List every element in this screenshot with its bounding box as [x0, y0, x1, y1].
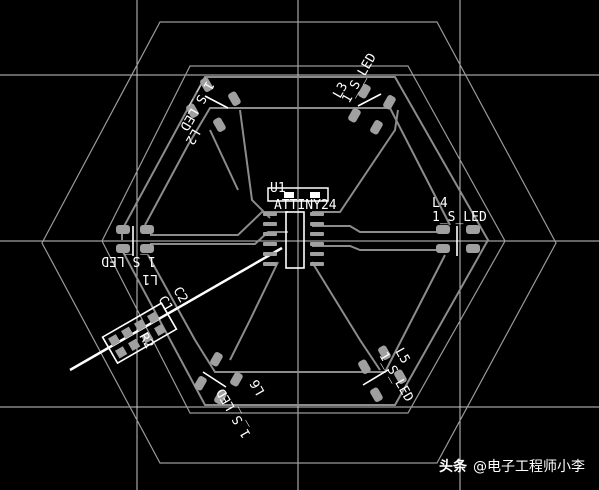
c1-refdes: C1	[155, 293, 176, 314]
l4-value: 1_S_LED	[432, 210, 487, 225]
c2-refdes: C2	[170, 284, 191, 305]
watermark: 头条 @电子工程师小李	[439, 456, 585, 476]
l4-refdes: L4	[432, 196, 448, 211]
watermark-author: @电子工程师小李	[473, 459, 585, 475]
watermark-platform: 头条	[439, 459, 467, 475]
component-l1[interactable]: L1 1_S_LED	[101, 226, 158, 286]
l5-refdes: L5	[392, 345, 413, 366]
passive-cluster[interactable]: C1 C2 R2	[101, 284, 191, 365]
l1-value: 1_S_LED	[101, 253, 156, 268]
l6-refdes: L6	[248, 377, 269, 398]
l2-refdes: L2	[182, 126, 203, 147]
copper-traces	[121, 76, 490, 406]
u1-value: ATTINY24	[274, 198, 337, 213]
component-u1[interactable]: U1 ATTINY24	[267, 181, 337, 269]
board-outline	[41, 21, 557, 464]
l3-refdes: L3	[330, 80, 351, 101]
pads	[116, 77, 480, 405]
component-l4[interactable]: L4 1_S_LED	[432, 196, 487, 256]
r2-refdes: R2	[136, 330, 157, 351]
l1-refdes: L1	[142, 271, 158, 286]
u1-refdes: U1	[270, 181, 286, 196]
jumper-wire	[69, 246, 283, 372]
